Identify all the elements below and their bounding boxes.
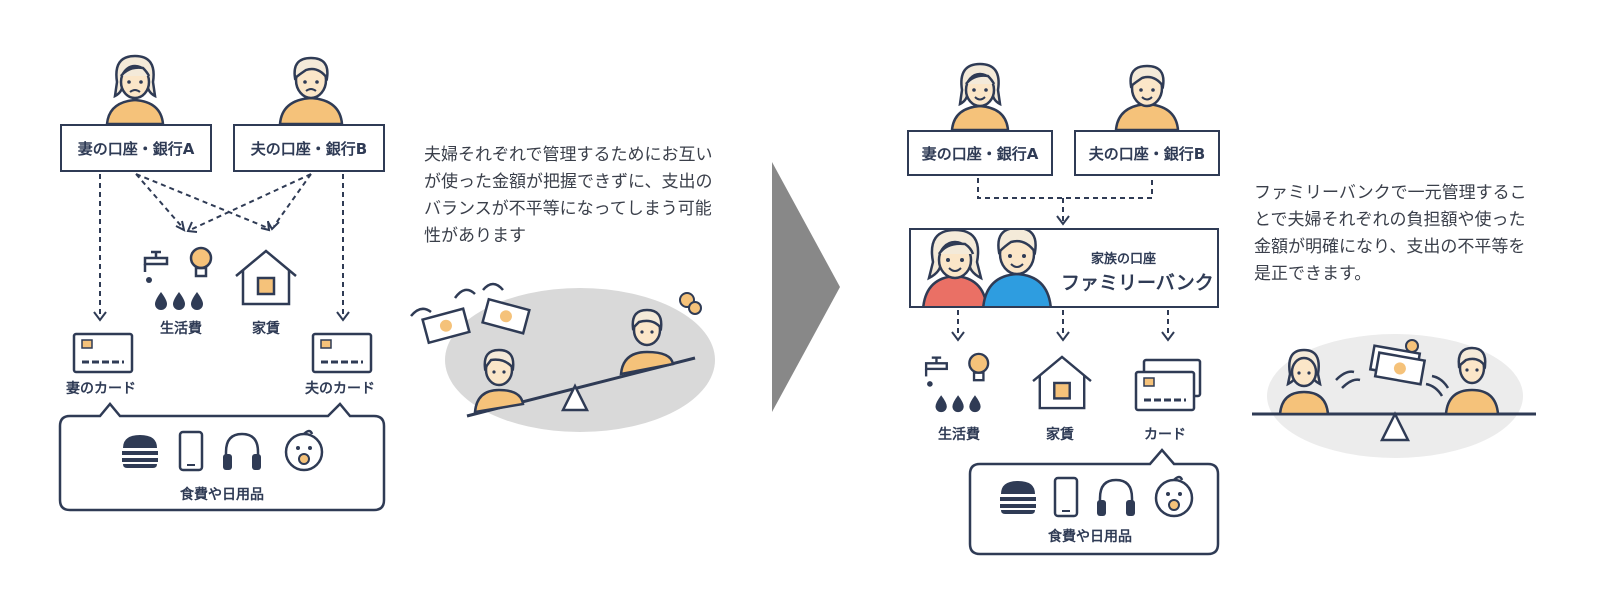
wife-account-label: 妻の口座・銀行A <box>77 139 195 158</box>
rent-label: 家賃 <box>252 321 280 337</box>
card-label-right: カード <box>1144 427 1186 443</box>
burger-icon <box>122 435 158 468</box>
headphones-icon <box>223 432 261 470</box>
cards-stack-icon <box>1134 358 1202 412</box>
house-icon-right <box>1032 355 1092 410</box>
husband-account-label-right: 夫の口座・銀行B <box>1088 144 1206 163</box>
husband-account-label: 夫の口座・銀行B <box>250 139 368 158</box>
couple-avatar <box>922 230 1052 306</box>
daily-goods-label: 食費や日用品 <box>180 487 264 503</box>
family-bank-title: ファミリーバンク <box>1061 272 1214 294</box>
wife-account-box-right: 妻の口座・銀行A <box>907 130 1053 176</box>
daily-goods-bubble-right <box>968 448 1220 556</box>
husband-card-label: 夫のカード <box>305 381 375 397</box>
husband-account-box: 夫の口座・銀行B <box>233 124 385 172</box>
baby-icon-right <box>1154 475 1194 518</box>
family-account-label: 家族の口座 <box>1091 252 1157 267</box>
left-description: 夫婦それぞれで管理するためにお互いが使った金額が把握できずに、支出のバランスが不… <box>424 145 713 246</box>
wife-avatar-happy <box>950 62 1010 130</box>
family-bank-box: 家族の口座 ファミリーバンク <box>909 228 1219 308</box>
living-costs-label-right: 生活費 <box>938 427 980 443</box>
wife-card-icon <box>72 332 134 374</box>
right-description: ファミリーバンクで一元管理することで夫婦それぞれの負担額や使った金額が明確になり… <box>1254 183 1527 284</box>
faucet-bulb-drops-icon <box>143 246 213 310</box>
house-icon <box>235 249 297 306</box>
wife-avatar-worried <box>105 54 165 124</box>
burger-icon-right <box>1000 481 1036 514</box>
balanced-seesaw-illustration <box>1252 334 1536 458</box>
wife-account-label-right: 妻の口座・銀行A <box>921 144 1039 163</box>
wife-account-box: 妻の口座・銀行A <box>60 124 212 172</box>
baby-icon <box>284 429 324 472</box>
husband-account-box-right: 夫の口座・銀行B <box>1074 130 1220 176</box>
rent-label-right: 家賃 <box>1046 427 1074 443</box>
living-costs-label: 生活費 <box>160 321 202 337</box>
husband-card-icon <box>311 332 373 374</box>
daily-goods-label-right: 食費や日用品 <box>1048 529 1132 545</box>
transition-arrow-icon <box>772 162 840 412</box>
daily-goods-bubble <box>58 402 386 512</box>
headphones-icon-right <box>1097 478 1135 516</box>
husband-avatar-worried <box>278 56 344 124</box>
faucet-bulb-drops-icon-right <box>924 352 990 413</box>
smartphone-icon <box>178 430 204 472</box>
smartphone-icon-right <box>1053 476 1079 518</box>
unbalanced-seesaw-illustration <box>410 282 715 432</box>
wife-card-label: 妻のカード <box>66 381 136 397</box>
husband-avatar-happy <box>1114 64 1180 130</box>
